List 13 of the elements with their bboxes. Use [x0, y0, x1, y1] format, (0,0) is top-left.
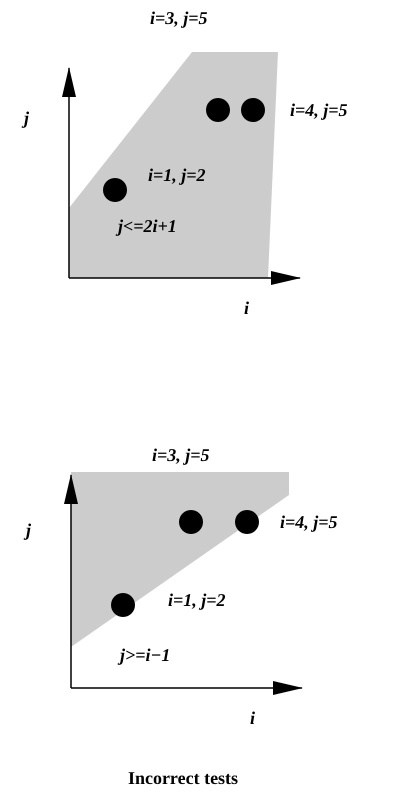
point-label: i=4, j=5 — [290, 100, 348, 120]
point-label: i=4, j=5 — [280, 512, 338, 532]
point-label: i=3, j=5 — [150, 8, 208, 28]
point-label: i=1, j=2 — [148, 165, 206, 185]
region-inequality: j<=2i+1 — [118, 216, 177, 236]
axis-label: j — [26, 520, 32, 540]
axis-label: j — [24, 108, 30, 128]
caption: Incorrect tests — [128, 768, 238, 788]
axis-label: i — [250, 708, 256, 728]
point-label: i=3, j=5 — [152, 445, 210, 465]
axis-label: i — [244, 298, 250, 318]
region-inequality: j>=i−1 — [120, 645, 170, 665]
point-label: i=1, j=2 — [168, 590, 226, 610]
